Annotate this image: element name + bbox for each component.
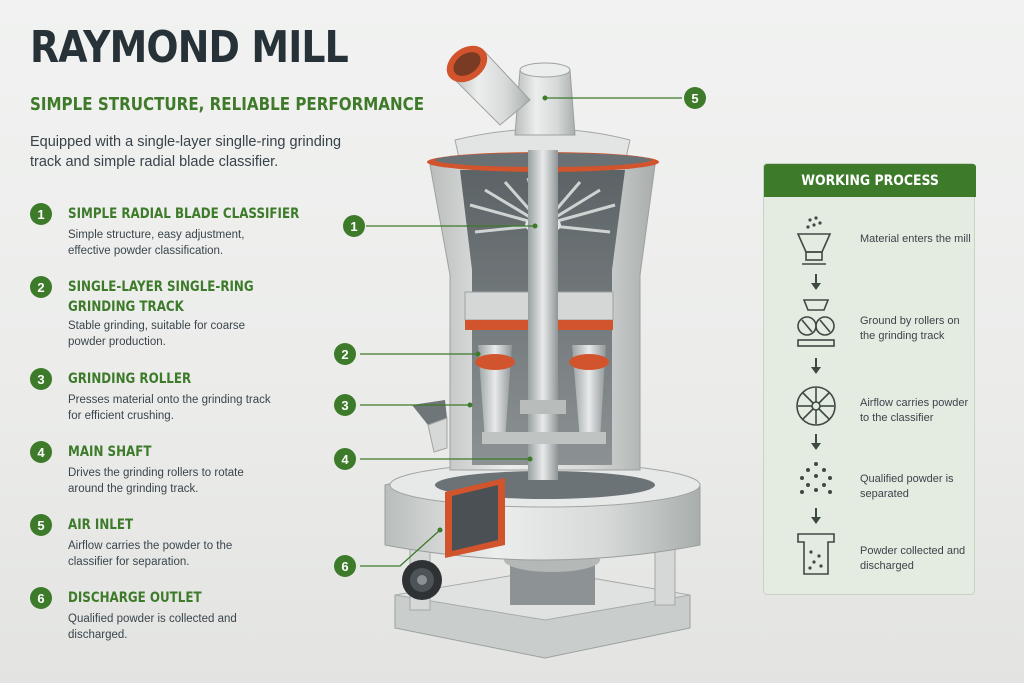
feature-number-badge: 5	[30, 514, 52, 536]
feature-number-badge: 4	[30, 441, 52, 463]
working-process-panel: WORKING PROCESS Material enters the mill…	[763, 163, 976, 595]
feature-title: DISCHARGE OUTLET	[68, 590, 202, 606]
feature-title: MAIN SHAFT	[68, 444, 152, 460]
feature-description: Qualified powder is collected and discha…	[68, 613, 237, 641]
feature-description: Stable grinding, suitable for coarse pow…	[68, 320, 246, 348]
process-step-text: Airflow carries powder to the classifier	[860, 397, 969, 424]
feature-title: AIR INLET	[68, 517, 134, 533]
intro-text: Equipped with a single-layer singlle-rin…	[30, 134, 342, 170]
callout-badge: 1	[343, 215, 365, 237]
feature-title: GRINDING ROLLER	[68, 371, 192, 387]
working-process-header: WORKING PROCESS	[764, 164, 976, 197]
feature-number-badge: 2	[30, 276, 52, 298]
callout-badge: 2	[334, 343, 356, 365]
feature-number-badge: 6	[30, 587, 52, 609]
raymond-mill-illustration	[360, 45, 701, 659]
feature-number-badge: 1	[30, 203, 52, 225]
down-arrow-icon	[811, 508, 821, 524]
callout-badge: 3	[334, 394, 356, 416]
feature-description: Simple structure, easy adjustment, effec…	[68, 229, 245, 257]
callout-badge: 5	[684, 87, 706, 109]
feature-description: Airflow carries the powder to the classi…	[68, 540, 233, 568]
powder-dots-icon	[800, 462, 832, 494]
hopper-icon	[796, 216, 832, 265]
process-step-text: Qualified powder is separated	[860, 473, 954, 500]
page-title: RAYMOND MILL	[30, 22, 349, 73]
down-arrow-icon	[811, 358, 821, 374]
page-subtitle: SIMPLE STRUCTURE, RELIABLE PERFORMANCE	[30, 94, 425, 115]
classifier-wheel-icon	[796, 386, 836, 426]
feature-title: SIMPLE RADIAL BLADE CLASSIFIER	[68, 206, 300, 222]
process-step-text: Material enters the mill	[860, 233, 971, 245]
callout-badge: 4	[334, 448, 356, 470]
feature-description: Drives the grinding rollers to rotate ar…	[68, 467, 244, 495]
down-arrow-icon	[811, 434, 821, 450]
callout-badge: 6	[334, 555, 356, 577]
process-step-text: Powder collected and discharged	[860, 545, 966, 572]
feature-title: SINGLE-LAYER SINGLE-RING GRINDING TRACK	[68, 279, 254, 315]
collector-icon	[797, 533, 835, 575]
working-process-title: WORKING PROCESS	[801, 172, 939, 189]
feature-description: Presses material onto the grinding track…	[68, 394, 271, 422]
rollers-icon	[797, 299, 835, 347]
feature-number-badge: 3	[30, 368, 52, 390]
process-step-text: Ground by rollers on the grinding track	[860, 315, 960, 342]
down-arrow-icon	[811, 274, 821, 290]
